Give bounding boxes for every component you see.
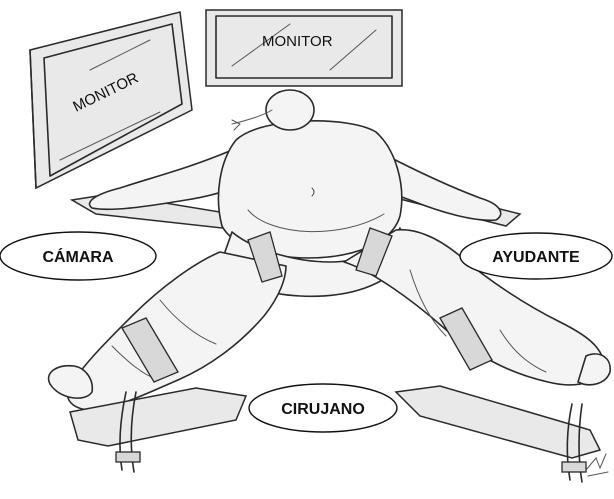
artist-signature xyxy=(586,454,608,476)
assistant-label: AYUDANTE xyxy=(492,249,580,266)
surgeon-position: CIRUJANO xyxy=(249,384,397,432)
camera-label: CÁMARA xyxy=(42,247,114,266)
surgeon-label: CIRUJANO xyxy=(281,401,365,418)
assistant-position: AYUDANTE xyxy=(460,233,612,279)
top-monitor: MONITOR xyxy=(206,10,402,86)
camera-position: CÁMARA xyxy=(0,232,156,280)
top-monitor-label: MONITOR xyxy=(262,33,333,50)
left-monitor: MONITOR xyxy=(30,12,192,188)
